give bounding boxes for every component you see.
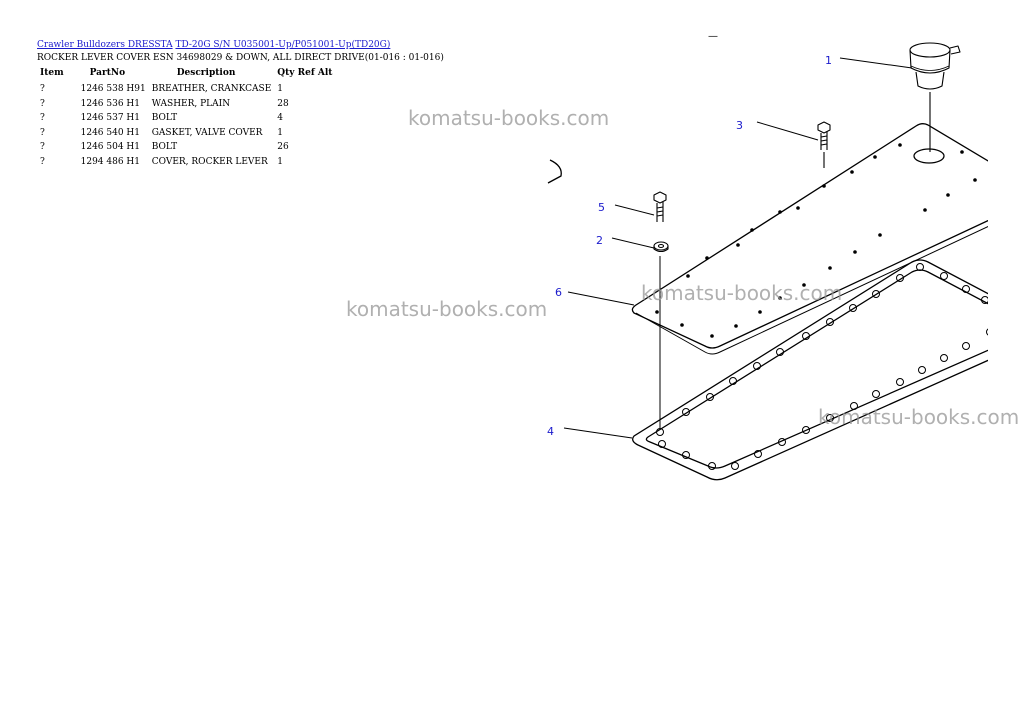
cell-qty: 26	[277, 142, 289, 153]
washer-item-2	[653, 241, 669, 253]
adjacent-part-edge	[547, 159, 562, 184]
breadcrumb-link-model-family[interactable]: Crawler Bulldozers DRESSTA	[37, 40, 173, 50]
dash-mark: —	[708, 31, 718, 42]
watermark-1: komatsu-books.com	[408, 106, 610, 130]
header-item: Item	[40, 68, 64, 78]
cell-qty: 1	[277, 84, 283, 95]
cell-partno: 1294 486 H1	[80, 156, 141, 167]
table-row: ? 1294 486 H1 COVER, ROCKER LEVER 1	[37, 155, 335, 170]
callout-6: 6	[555, 286, 562, 299]
bolt-item-3	[817, 121, 831, 168]
crankcase-breather	[909, 42, 961, 152]
cell-qty: 1	[277, 127, 283, 138]
callout-3: 3	[736, 119, 743, 132]
bolt-item-5	[653, 191, 667, 222]
cell-partno: 1246 537 H1	[80, 113, 141, 124]
callout-4: 4	[547, 425, 554, 438]
cell-description: COVER, ROCKER LEVER	[151, 156, 268, 167]
callout-5: 5	[598, 201, 605, 214]
valve-cover-gasket	[632, 259, 988, 481]
cell-description: BREATHER, CRANKCASE	[151, 84, 272, 95]
cell-item: ?	[40, 98, 45, 109]
header-partno: PartNo	[89, 68, 126, 78]
parts-table-header: Item PartNo Description Qty Ref Alt	[37, 66, 335, 82]
watermark-2: komatsu-books.com	[346, 297, 548, 321]
cell-item: ?	[40, 113, 45, 124]
cell-qty: 1	[277, 156, 283, 167]
cell-item: ?	[40, 84, 45, 95]
cell-partno: 1246 540 H1	[80, 127, 141, 138]
breadcrumb-link-model[interactable]: TD-20G S/N U035001-Up/P051001-Up(TD20G)	[175, 40, 391, 50]
header-description: Description	[176, 68, 236, 78]
table-row: ? 1246 540 H1 GASKET, VALVE COVER 1	[37, 126, 335, 141]
cell-item: ?	[40, 127, 45, 138]
header-qty: Qty	[277, 68, 295, 78]
page-title: ROCKER LEVER COVER ESN 34698029 & DOWN, …	[37, 53, 444, 63]
table-row: ? 1246 538 H91 BREATHER, CRANKCASE 1	[37, 82, 335, 97]
cell-partno: 1246 538 H91	[80, 84, 146, 95]
breadcrumb: Crawler Bulldozers DRESSTA TD-20G S/N U0…	[37, 40, 390, 50]
header-qty-ref-alt: Qty Ref Alt	[274, 66, 335, 82]
cell-item: ?	[40, 142, 45, 153]
cell-qty: 28	[277, 98, 289, 109]
table-row: ? 1246 536 H1 WASHER, PLAIN 28	[37, 97, 335, 112]
cell-partno: 1246 536 H1	[80, 98, 141, 109]
header-alt: Alt	[317, 68, 333, 78]
table-row: ? 1246 537 H1 BOLT 4	[37, 111, 335, 126]
cell-description: WASHER, PLAIN	[151, 98, 231, 109]
parts-table: Item PartNo Description Qty Ref Alt ? 12…	[37, 66, 335, 169]
callout-1: 1	[825, 54, 832, 67]
leader-lines	[563, 57, 913, 439]
rocker-lever-cover	[631, 123, 988, 355]
cell-qty: 4	[277, 113, 283, 124]
table-row: ? 1246 504 H1 BOLT 26	[37, 140, 335, 155]
cell-item: ?	[40, 156, 45, 167]
watermark-3: komatsu-books.com	[641, 281, 843, 305]
watermark-4: komatsu-books.com	[818, 405, 1020, 429]
cell-partno: 1246 504 H1	[80, 142, 141, 153]
exploded-parts-diagram: 1 3 5 2 6 4	[547, 42, 988, 481]
callout-2: 2	[596, 234, 603, 247]
cell-description: GASKET, VALVE COVER	[151, 127, 263, 138]
header-ref: Ref	[297, 68, 315, 78]
cell-description: BOLT	[151, 113, 178, 124]
cell-description: BOLT	[151, 142, 178, 153]
